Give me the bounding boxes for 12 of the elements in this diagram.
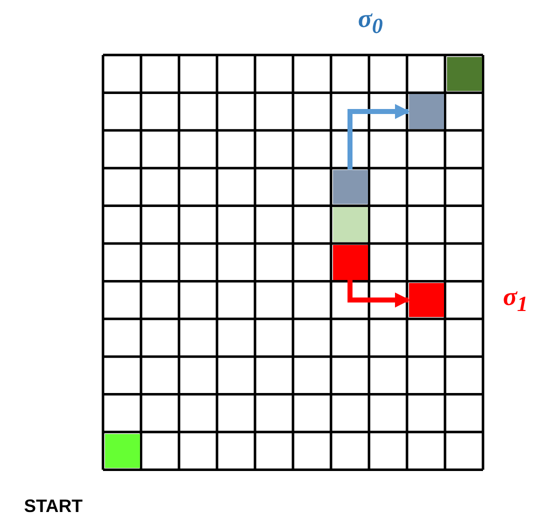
start-label: START: [24, 496, 83, 517]
sigma-label: σ$_{0}$: [358, 4, 383, 40]
goal-cell: [446, 56, 482, 92]
state-cell: [408, 94, 444, 129]
arrow: [348, 280, 410, 308]
state-cell: [332, 245, 368, 280]
state-cell: [332, 170, 368, 204]
arrow: [348, 104, 410, 170]
state-cell: [408, 282, 444, 318]
start-cell: [104, 434, 140, 468]
sigma-label: σ$_{1}$: [503, 282, 528, 318]
state-cell: [332, 207, 368, 242]
